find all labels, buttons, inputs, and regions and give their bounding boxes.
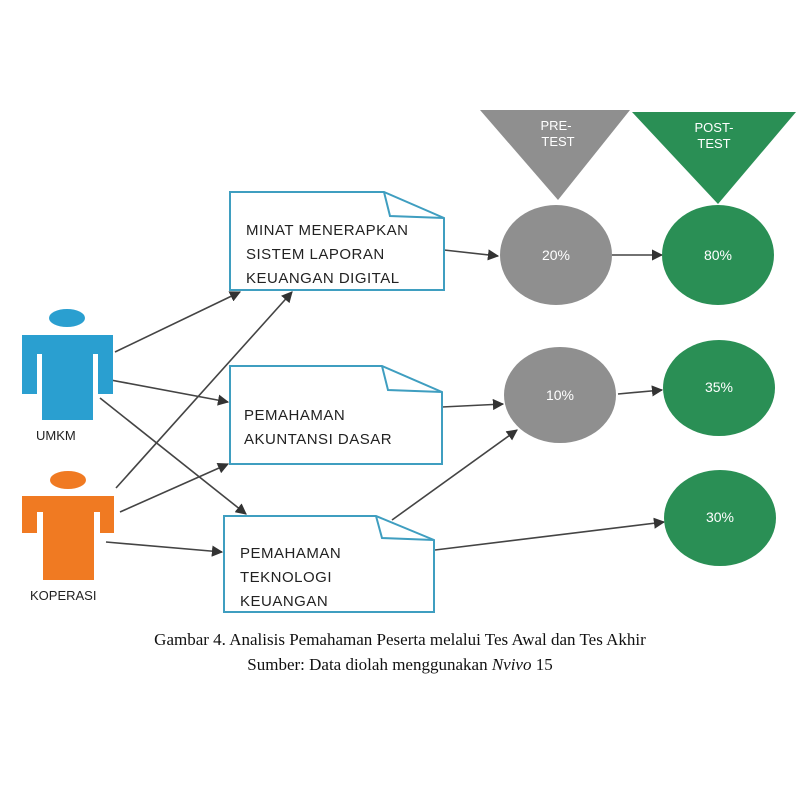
- actor-koperasi: KOPERASI: [22, 471, 114, 603]
- arrow-minat-pre: [443, 249, 500, 261]
- document-minat: MINAT MENERAPKAN SISTEM LAPORAN KEUANGAN…: [229, 191, 445, 291]
- arrow-teknologi-pre: [391, 429, 518, 521]
- arrow-umkm-minat: [114, 291, 242, 353]
- arrow-koperasi-teknologi: [105, 541, 224, 557]
- pretest-circle-minat: 20%: [500, 205, 612, 305]
- header-posttest: POST- TEST: [632, 112, 796, 204]
- header-pretest: PRE- TEST: [480, 110, 630, 200]
- arrow-umkm-teknologi: [99, 397, 247, 515]
- pretest-circle-akuntansi: 10%: [504, 347, 616, 443]
- source-suffix: 15: [531, 655, 553, 674]
- doc-teknologi-line3: KEUANGAN: [240, 593, 328, 610]
- posttest-line2: TEST: [697, 136, 730, 151]
- posttest-circle-teknologi: 30%: [664, 470, 776, 566]
- arrow-pre-post-akuntansi: [617, 385, 664, 397]
- pre-minat-value: 20%: [542, 247, 570, 263]
- posttest-circle-akuntansi: 35%: [663, 340, 775, 436]
- post-akuntansi-value: 35%: [705, 379, 733, 395]
- pre-akuntansi-value: 10%: [546, 387, 574, 403]
- pretest-line2: TEST: [541, 134, 574, 149]
- doc-teknologi-line2: TEKNOLOGI: [240, 569, 332, 586]
- arrow-koperasi-akuntansi: [119, 462, 230, 513]
- koperasi-label: KOPERASI: [30, 588, 96, 603]
- doc-akuntansi-line1: PEMAHAMAN: [244, 407, 345, 424]
- doc-minat-line1: MINAT MENERAPKAN: [246, 222, 408, 239]
- arrow-akuntansi-pre: [441, 398, 505, 411]
- actor-umkm: UMKM: [22, 309, 113, 443]
- person-icon-koperasi: [22, 471, 114, 580]
- pretest-line1: PRE-: [540, 118, 571, 133]
- arrow-umkm-akuntansi: [99, 377, 230, 406]
- figure-caption: Gambar 4. Analisis Pemahaman Peserta mel…: [154, 630, 646, 649]
- posttest-circle-minat: 80%: [662, 205, 774, 305]
- post-teknologi-value: 30%: [706, 509, 734, 525]
- source-software: Nvivo: [491, 655, 532, 674]
- document-teknologi: PEMAHAMAN TEKNOLOGI KEUANGAN: [223, 515, 435, 613]
- doc-minat-line2: SISTEM LAPORAN: [246, 246, 385, 263]
- document-akuntansi: PEMAHAMAN AKUNTANSI DASAR: [229, 365, 443, 465]
- figure-source: Sumber: Data diolah menggunakan Nvivo 15: [0, 655, 800, 675]
- arrow-teknologi-post: [434, 517, 666, 551]
- source-prefix: Sumber: Data diolah menggunakan: [247, 655, 492, 674]
- doc-minat-line3: KEUANGAN DIGITAL: [246, 270, 400, 287]
- person-icon-umkm: [22, 309, 113, 420]
- arrows: [99, 249, 666, 557]
- post-minat-value: 80%: [704, 247, 732, 263]
- arrow-koperasi-minat: [115, 291, 293, 489]
- posttest-line1: POST-: [694, 120, 733, 135]
- doc-teknologi-line1: PEMAHAMAN: [240, 545, 341, 562]
- doc-akuntansi-line2: AKUNTANSI DASAR: [244, 431, 392, 448]
- umkm-label: UMKM: [36, 428, 76, 443]
